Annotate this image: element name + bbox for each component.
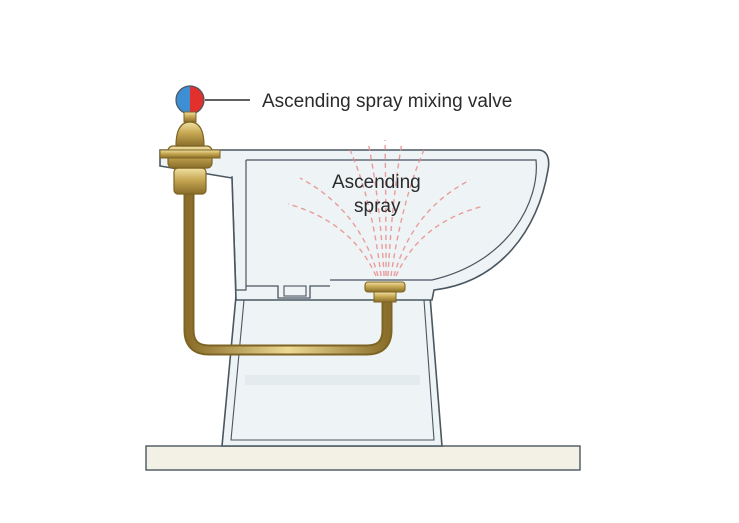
bowl-wall-left (231, 160, 247, 291)
drain-plug (283, 285, 307, 297)
spray-jets (287, 139, 485, 277)
supply-pipe-highlight (185, 186, 391, 354)
bowl-inner-rim (246, 159, 537, 281)
spray-label-line2: spray (354, 196, 401, 217)
spray-label-line1: Ascending (332, 172, 421, 193)
valve-label: Ascending spray mixing valve (262, 91, 512, 112)
floor (145, 445, 581, 471)
pedestal-inner-line (230, 299, 435, 441)
spray-nozzle (364, 281, 406, 303)
bidet-pedestal (221, 295, 443, 447)
hot-cold-dial-icon[interactable] (175, 85, 205, 123)
mixing-valve (159, 121, 221, 195)
drain-outlet (246, 285, 330, 299)
